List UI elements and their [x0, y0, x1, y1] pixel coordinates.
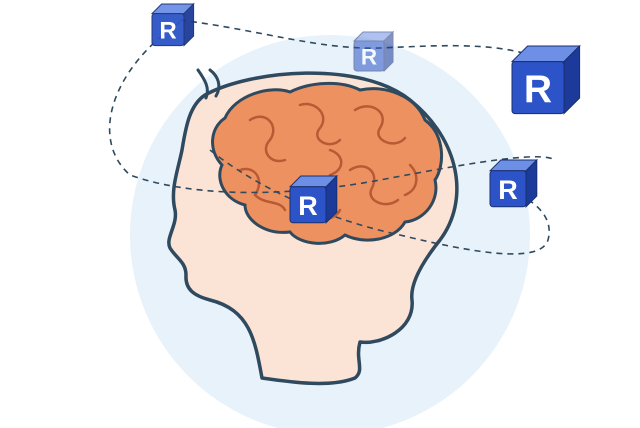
r-cube: R [510, 44, 581, 115]
r-cube: R [352, 30, 395, 73]
hair-curl [196, 68, 221, 100]
cube-letter: R [524, 68, 552, 111]
orbit-path-lower [209, 149, 551, 255]
cube-front [289, 186, 327, 224]
cube-letter: R [298, 191, 318, 221]
orbit-path-front [108, 21, 556, 194]
cube-letter: R [159, 18, 176, 45]
cube-letter: R [361, 44, 377, 69]
cube-front [489, 170, 527, 208]
r-cube: R [488, 158, 539, 209]
cube-front [151, 13, 185, 47]
brain-folds [238, 102, 418, 222]
cube-front [511, 61, 565, 115]
r-cube: R [288, 174, 339, 225]
cube-front [353, 40, 385, 72]
cube-letter: R [498, 175, 518, 205]
r-cube: R [150, 2, 195, 47]
